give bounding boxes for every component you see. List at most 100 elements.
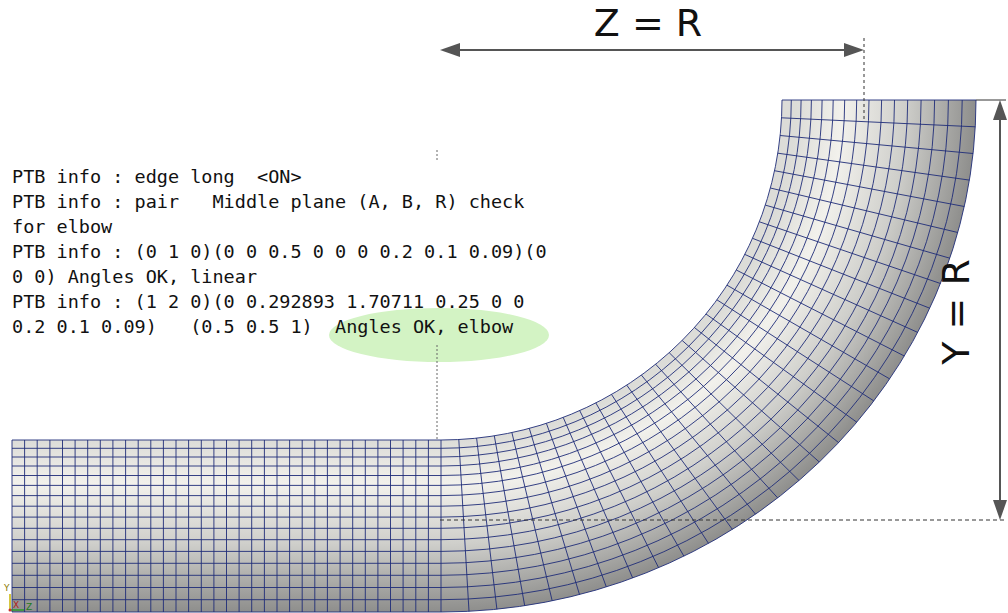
mesh-line <box>188 440 189 612</box>
mesh-line <box>138 440 139 612</box>
log-message: PTB info : pair Middle plane (A, B, R) c… <box>12 189 558 239</box>
mesh-line <box>176 440 177 612</box>
mesh-line <box>727 285 890 379</box>
mesh-line <box>37 440 38 612</box>
mesh-line <box>512 433 552 601</box>
mesh-line <box>213 440 214 612</box>
mesh-lines <box>12 100 976 612</box>
mesh-line <box>12 100 895 540</box>
mesh-line <box>669 353 799 481</box>
axis-y <box>9 594 11 610</box>
mesh-line <box>770 188 957 233</box>
mesh-line <box>12 100 948 588</box>
mesh-line <box>12 440 13 612</box>
mesh-line <box>441 440 442 612</box>
arrow-head <box>993 500 1007 520</box>
mesh-line <box>226 440 227 612</box>
axis-label: Z <box>26 603 32 612</box>
dimension-label: Y = R <box>936 259 978 365</box>
mesh-line <box>765 205 950 258</box>
dimension-guide <box>976 100 1006 101</box>
mesh-line <box>12 100 845 496</box>
mesh-line <box>780 136 973 154</box>
mesh-line <box>494 436 524 606</box>
mesh-line <box>163 440 164 612</box>
log-block: PTB info : edge long <ON>PTB info : pair… <box>12 164 558 339</box>
mesh-line <box>125 440 126 612</box>
mesh-line <box>100 440 101 612</box>
mesh-line <box>112 440 113 612</box>
mesh-line <box>428 440 429 612</box>
mesh-line <box>12 100 908 551</box>
mesh-line <box>477 438 497 609</box>
mesh-line <box>717 300 874 401</box>
mesh-line <box>87 440 88 612</box>
mesh-line <box>49 440 50 612</box>
log-message: PTB info : (1 2 0)(0 0.292893 1.70711 0.… <box>12 289 558 339</box>
dashed-guide <box>440 520 1006 521</box>
dotted-guide <box>437 150 438 162</box>
dimension-label: Z = R <box>594 3 702 45</box>
axis-label: Y <box>4 584 10 593</box>
dotted-guide <box>437 345 438 440</box>
mesh-line <box>201 440 202 612</box>
log-message: PTB info : (0 1 0)(0 0 0.5 0 0 0 0.2 0.1… <box>12 239 558 289</box>
mesh-line <box>365 440 366 612</box>
mesh-line <box>459 440 469 612</box>
arrow-head <box>440 43 460 57</box>
mesh-line <box>596 403 684 556</box>
mesh-line <box>415 440 416 612</box>
arrow-head <box>993 100 1007 120</box>
mesh-line <box>778 153 970 180</box>
mesh-line <box>75 440 76 612</box>
mesh-line <box>24 440 25 612</box>
mesh-line <box>377 440 378 612</box>
axis-label: X <box>13 601 19 610</box>
mesh-line <box>12 100 822 476</box>
mesh-line <box>782 118 976 127</box>
mesh-line <box>62 440 63 612</box>
axis-x <box>9 609 12 612</box>
log-message: PTB info : edge long <ON> <box>12 164 558 189</box>
elbow-pipe <box>441 100 976 612</box>
arrow-head <box>844 43 864 57</box>
mesh-line <box>12 100 782 440</box>
mesh-line <box>563 417 633 578</box>
mesh-line <box>340 440 341 612</box>
mesh-line <box>580 411 659 568</box>
mesh-line <box>12 100 791 448</box>
mesh-line <box>12 100 921 563</box>
mesh-line <box>12 100 976 612</box>
mesh-line <box>352 440 353 612</box>
mesh-line <box>694 328 838 443</box>
dashed-guide <box>864 38 865 122</box>
dimension-line <box>999 112 1001 508</box>
mesh-line <box>12 100 811 466</box>
mesh-line <box>277 440 278 612</box>
mesh-line <box>782 100 976 101</box>
mesh-line <box>775 171 965 207</box>
mesh-line <box>403 440 404 612</box>
mesh-line <box>12 100 869 517</box>
mesh-line <box>656 364 778 498</box>
mesh-line <box>706 314 857 422</box>
mesh-line <box>12 100 833 485</box>
mesh-line <box>302 440 303 612</box>
mesh-line <box>627 385 733 529</box>
mesh-line <box>641 375 755 514</box>
mesh-line <box>12 100 882 528</box>
dimension-line <box>452 49 852 51</box>
mesh-line <box>12 100 857 506</box>
mesh-line <box>251 440 252 612</box>
mesh-line <box>759 222 940 284</box>
mesh-line <box>529 428 579 594</box>
mesh-line <box>390 440 391 612</box>
mesh-line <box>612 394 709 543</box>
mesh-line <box>239 440 240 612</box>
mesh-line <box>736 270 904 356</box>
mesh-line <box>327 440 328 612</box>
mesh-line <box>753 238 930 308</box>
mesh-line <box>289 440 290 612</box>
mesh-line <box>264 440 265 612</box>
mesh-line <box>682 340 819 462</box>
